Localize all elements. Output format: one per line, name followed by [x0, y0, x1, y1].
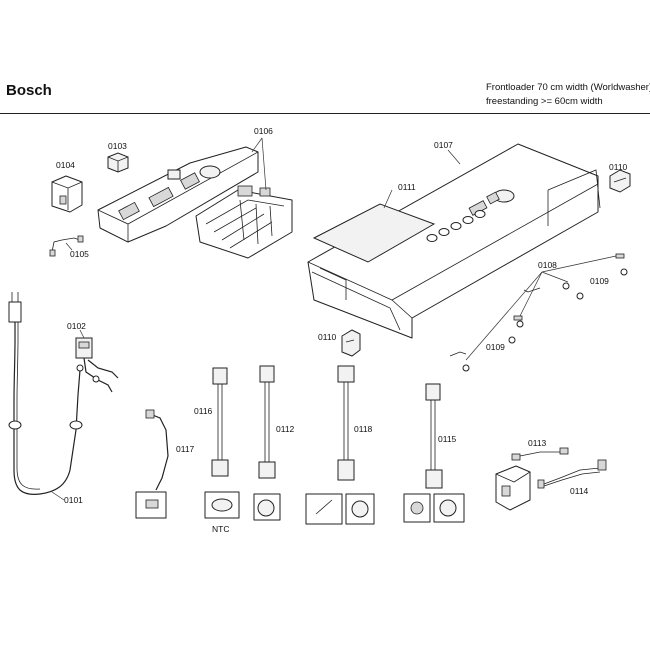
suppressor-icon[interactable] — [75, 337, 119, 393]
label-0109-upper: 0109 — [590, 276, 609, 286]
label-ntc: NTC — [212, 524, 229, 534]
label-0109-lower: 0109 — [486, 342, 505, 352]
clip-icon[interactable] — [609, 169, 631, 193]
label-0117: 0117 — [176, 444, 195, 454]
door-lock-icon[interactable] — [495, 459, 607, 511]
label-0106: 0106 — [254, 126, 273, 136]
sensor-wire-icon[interactable] — [135, 409, 169, 519]
wire-harness-icon[interactable] — [204, 367, 240, 519]
clip-icon-lower[interactable] — [341, 329, 361, 357]
label-0102: 0102 — [67, 321, 86, 331]
label-0110-middle: 0110 — [318, 332, 337, 342]
label-0108: 0108 — [538, 260, 557, 270]
label-0114: 0114 — [570, 486, 589, 496]
label-0107: 0107 — [434, 140, 453, 150]
wire-harness-icon-0115[interactable] — [403, 383, 465, 523]
jumper-wire-icon[interactable] — [49, 235, 84, 257]
label-0104: 0104 — [56, 160, 75, 170]
wire-harness-icon-0112[interactable] — [253, 365, 281, 521]
label-0110-top: 0110 — [609, 162, 628, 172]
control-panel-icon[interactable] — [307, 143, 601, 339]
label-0101: 0101 — [64, 495, 83, 505]
relay-module-icon[interactable] — [107, 152, 129, 173]
label-0105: 0105 — [70, 249, 89, 259]
label-0118: 0118 — [354, 424, 373, 434]
cable-icon[interactable] — [511, 447, 569, 461]
header-divider — [0, 113, 650, 114]
power-cord-icon[interactable] — [8, 292, 83, 495]
model-description-line-1: Frontloader 70 cm width (Worldwasher) — [486, 82, 650, 93]
control-module-icon[interactable] — [97, 146, 293, 259]
wire-harness-icon-0118[interactable] — [305, 365, 375, 525]
label-0113: 0113 — [528, 438, 547, 448]
label-0112: 0112 — [276, 424, 295, 434]
label-0103: 0103 — [108, 141, 127, 151]
model-description-line-2: freestanding >= 60cm width — [486, 96, 603, 107]
brand-name: Bosch — [6, 82, 52, 99]
cover-cap-icon[interactable] — [51, 175, 83, 213]
label-0115: 0115 — [438, 434, 457, 444]
label-0111: 0111 — [398, 182, 416, 192]
screw-icon[interactable] — [449, 253, 628, 372]
label-0116: 0116 — [194, 406, 213, 416]
